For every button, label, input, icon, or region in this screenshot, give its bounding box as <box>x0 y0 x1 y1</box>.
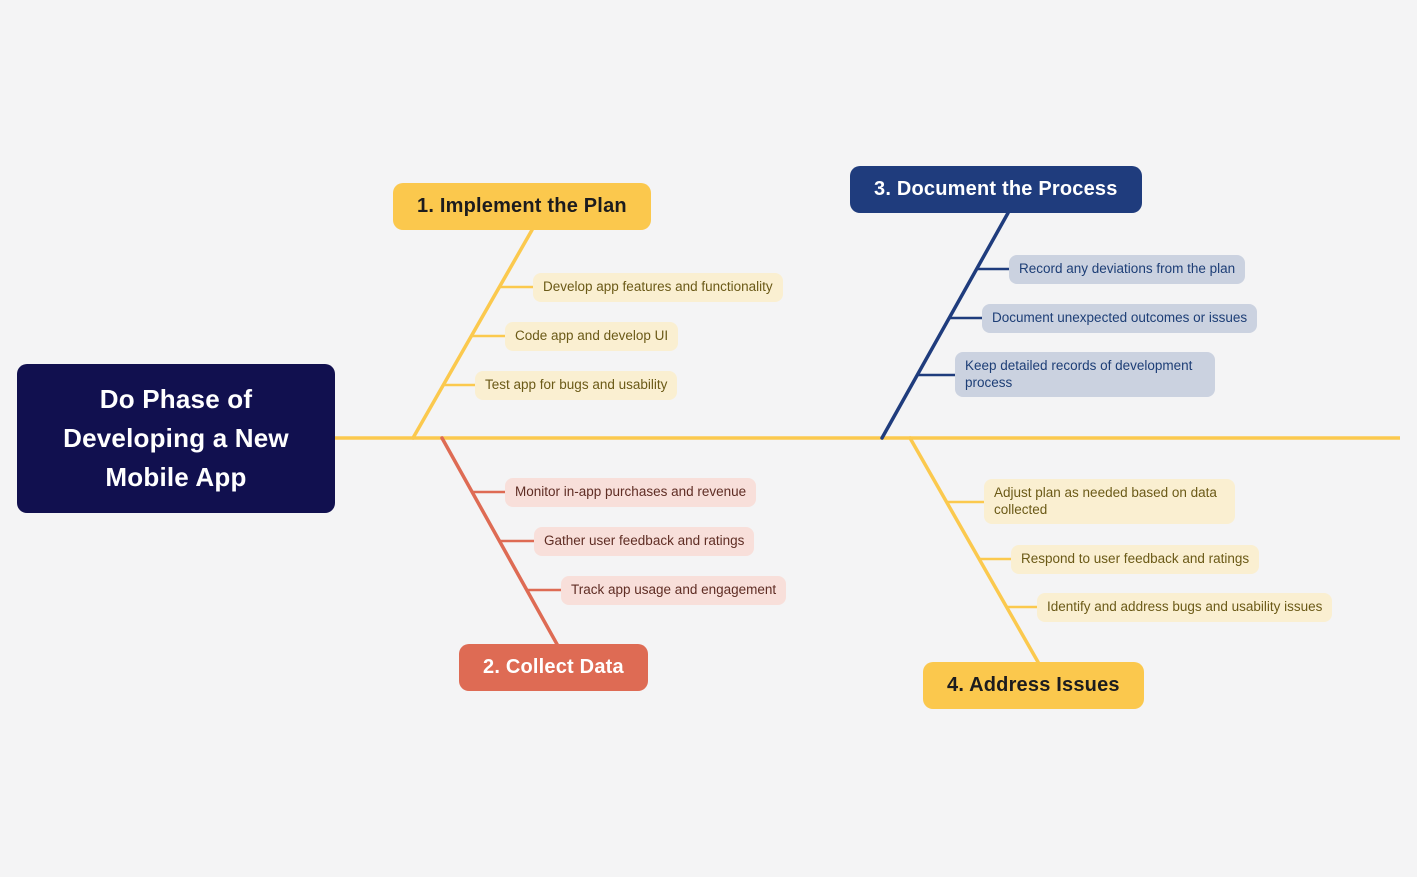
sub-item-record-deviations[interactable]: Record any deviations from the plan <box>1009 255 1246 284</box>
sub-item-gather-feedback[interactable]: Gather user feedback and ratings <box>534 527 755 556</box>
sub-item-test-app[interactable]: Test app for bugs and usability <box>475 371 678 400</box>
sub-item-adjust-plan[interactable]: Adjust plan as needed based on data coll… <box>984 479 1235 524</box>
branch-4-line <box>908 436 1040 664</box>
sub-item-develop-features[interactable]: Develop app features and functionality <box>533 273 783 302</box>
branch-node-address-issues[interactable]: 4. Address Issues <box>923 662 1144 709</box>
sub-item-track-usage[interactable]: Track app usage and engagement <box>561 576 787 605</box>
sub-item-monitor-purchases[interactable]: Monitor in-app purchases and revenue <box>505 478 757 507</box>
branch-node-collect-data[interactable]: 2. Collect Data <box>459 644 648 691</box>
sub-item-keep-records[interactable]: Keep detailed records of development pro… <box>955 352 1215 397</box>
branch-3-line <box>880 211 1010 440</box>
sub-item-respond-feedback[interactable]: Respond to user feedback and ratings <box>1011 545 1260 574</box>
sub-item-document-outcomes[interactable]: Document unexpected outcomes or issues <box>982 304 1258 333</box>
branch-1-line <box>411 228 534 440</box>
sub-item-identify-bugs[interactable]: Identify and address bugs and usability … <box>1037 593 1333 622</box>
root-node[interactable]: Do Phase of Developing a New Mobile App <box>17 364 335 513</box>
branch-node-implement-plan[interactable]: 1. Implement the Plan <box>393 183 651 230</box>
sub-item-code-app[interactable]: Code app and develop UI <box>505 322 679 351</box>
branch-node-document-process[interactable]: 3. Document the Process <box>850 166 1142 213</box>
